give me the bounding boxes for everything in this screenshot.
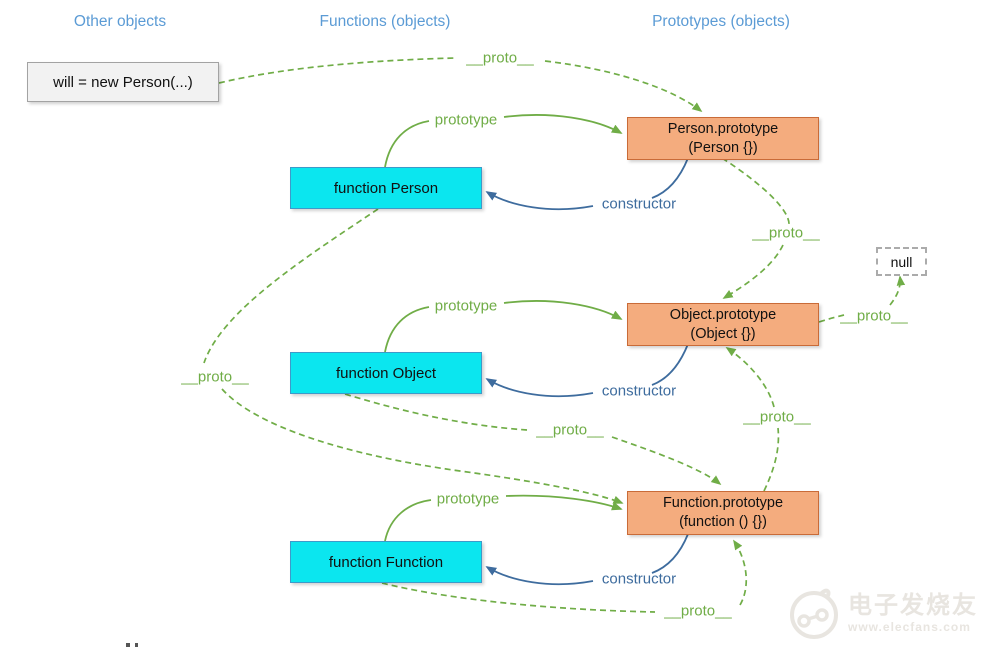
watermark-logo-icon <box>790 588 838 639</box>
edge-prototype-function-b <box>505 494 623 511</box>
edge-proto-fnproto-b <box>725 347 775 408</box>
edge-prototype-function-a <box>384 499 432 542</box>
edge-constructor-person-a <box>651 157 689 199</box>
cutoff-text-fragment <box>135 643 138 647</box>
node-will-label: will = new Person(...) <box>53 73 193 91</box>
node-person-prototype-line1: Person.prototype <box>667 120 779 137</box>
node-person-prototype-line2: (Person {}) <box>688 139 758 156</box>
edge-label-constructor-object: constructor <box>601 382 677 400</box>
watermark: 电子发烧友 www.elecfans.com <box>786 585 978 641</box>
edge-label-constructor-function: constructor <box>601 570 677 588</box>
node-function-prototype-line2: (function () {}) <box>679 514 767 530</box>
edge-prototype-object-a <box>384 306 430 353</box>
edge-proto-will-a <box>218 57 456 84</box>
edge-label-prototype-function: prototype <box>436 490 500 508</box>
edge-proto-personproto-a <box>721 157 790 226</box>
node-will-instance: will = new Person(...) <box>27 62 219 102</box>
edge-proto-fnperson-b <box>221 388 624 504</box>
edge-constructor-function-a <box>651 533 689 574</box>
edge-label-proto-fnobject: __proto__ <box>536 421 604 439</box>
header-other-objects: Other objects <box>73 13 167 30</box>
edge-label-prototype-object: prototype <box>434 297 498 315</box>
edge-label-prototype-person: prototype <box>434 111 498 129</box>
node-function-prototype: Function.prototype (function () {}) <box>627 491 819 535</box>
edge-proto-fnperson-a <box>203 208 379 364</box>
edge-proto-will-b <box>544 60 703 113</box>
edge-label-constructor-person: constructor <box>601 195 677 213</box>
node-object-prototype: Object.prototype (Object {}) <box>627 303 819 346</box>
header-prototypes-objects: Prototypes (objects) <box>652 13 790 30</box>
edge-proto-objectproto-b <box>889 275 906 306</box>
edge-proto-fnproto-a <box>763 427 780 492</box>
node-function-person: function Person <box>290 167 482 209</box>
edge-constructor-object-b <box>485 378 594 398</box>
node-function-object: function Object <box>290 352 482 394</box>
edge-prototype-object-b <box>503 300 623 320</box>
edge-label-proto-will: __proto__ <box>466 49 534 67</box>
node-function-function-label: function Function <box>328 553 444 571</box>
edge-prototype-person-b <box>503 114 623 134</box>
edge-prototype-person-a <box>384 120 430 168</box>
edge-label-proto-objectproto: __proto__ <box>840 307 908 325</box>
edge-proto-fnfunction-b <box>733 539 748 606</box>
edge-proto-personproto-b <box>722 244 784 299</box>
edge-constructor-function-b <box>485 566 594 586</box>
watermark-name: 电子发烧友 <box>848 591 978 619</box>
node-null: null <box>876 247 927 276</box>
edge-proto-objectproto-a <box>818 314 845 323</box>
node-object-prototype-line2: (Object {}) <box>690 325 756 342</box>
edge-constructor-person-b <box>485 191 594 211</box>
node-object-prototype-line1: Object.prototype <box>669 306 777 323</box>
edge-label-proto-fnfunction: __proto__ <box>664 602 732 620</box>
edge-proto-fnobject-b <box>611 436 722 486</box>
node-function-object-label: function Object <box>335 364 437 382</box>
node-function-person-label: function Person <box>333 179 439 197</box>
node-function-function: function Function <box>290 541 482 583</box>
edge-proto-fnobject-a <box>344 393 528 431</box>
node-function-prototype-line1: Function.prototype <box>662 495 784 511</box>
node-person-prototype: Person.prototype (Person {}) <box>627 117 819 160</box>
watermark-url: www.elecfans.com <box>848 619 971 634</box>
cutoff-text-fragment <box>126 643 130 647</box>
edge-label-proto-fnproto: __proto__ <box>743 408 811 426</box>
header-functions-objects: Functions (objects) <box>319 13 451 30</box>
node-null-label: null <box>890 253 913 270</box>
edge-label-proto-personproto: __proto__ <box>752 224 820 242</box>
edge-constructor-object-a <box>651 343 689 386</box>
edge-label-proto-fnperson: __proto__ <box>181 368 249 386</box>
